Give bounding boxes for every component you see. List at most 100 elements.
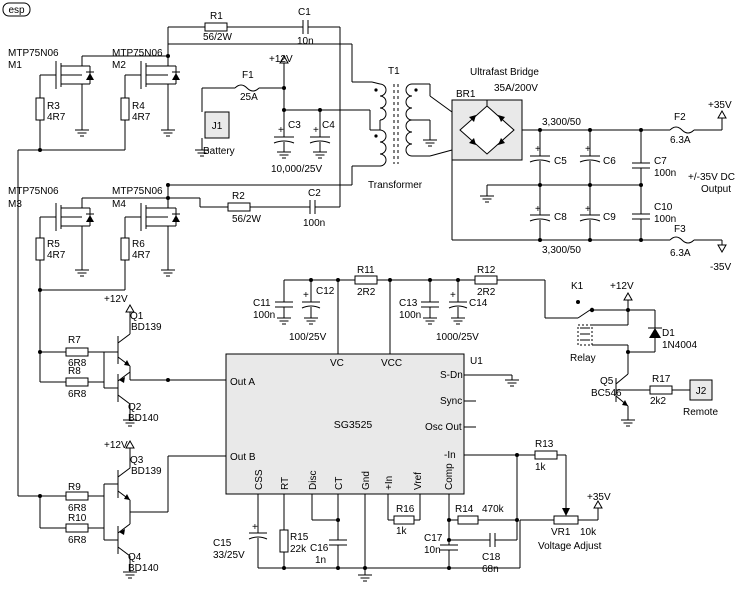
svg-text:R3: R3	[47, 101, 60, 112]
svg-text:56/2W: 56/2W	[232, 214, 261, 225]
svg-text:C1: C1	[298, 7, 311, 18]
svg-text:4R7: 4R7	[47, 112, 66, 123]
svg-text:1n: 1n	[315, 555, 326, 566]
svg-text:BC546: BC546	[591, 388, 622, 399]
esp-logo: esp	[2, 2, 31, 17]
resistor-r2	[227, 202, 251, 212]
resistor-r8	[65, 377, 89, 387]
resistor-r10	[65, 523, 89, 533]
svg-text:Output: Output	[701, 184, 731, 195]
svg-text:100/25V: 100/25V	[289, 332, 327, 343]
resistor-r12	[474, 275, 498, 285]
svg-text:D1: D1	[662, 328, 675, 339]
svg-text:6.3A: 6.3A	[670, 135, 691, 146]
svg-text:VCC: VCC	[381, 358, 402, 369]
svg-text:R17: R17	[652, 374, 671, 385]
svg-text:Disc: Disc	[308, 471, 319, 490]
svg-text:6R8: 6R8	[68, 389, 87, 400]
svg-text:BR1: BR1	[456, 89, 476, 100]
svg-text:F1: F1	[242, 70, 254, 81]
svg-text:C5: C5	[554, 156, 567, 167]
remote-connector-j2	[689, 379, 713, 401]
transformer-t1: T1 Transformer	[351, 66, 438, 191]
svg-text:33/25V: 33/25V	[213, 550, 245, 561]
svg-text:10n: 10n	[424, 545, 441, 556]
svg-text:3,300/50: 3,300/50	[542, 245, 581, 256]
mosfet-m1: MTP75N06 M1	[8, 48, 94, 130]
svg-text:R9: R9	[68, 482, 81, 493]
svg-text:2R2: 2R2	[357, 287, 376, 298]
svg-text:Q4: Q4	[128, 552, 142, 563]
svg-text:10n: 10n	[297, 36, 314, 47]
svg-text:C3: C3	[288, 120, 301, 131]
svg-text:MTP75N06: MTP75N06	[112, 186, 163, 197]
svg-text:Q5: Q5	[600, 376, 614, 387]
svg-text:R12: R12	[477, 265, 496, 276]
resistor-r7	[65, 347, 89, 357]
svg-text:R1: R1	[210, 11, 223, 22]
svg-text:6R8: 6R8	[68, 535, 87, 546]
svg-text:1k: 1k	[535, 462, 547, 473]
svg-text:R6: R6	[132, 239, 145, 250]
svg-text:R2: R2	[232, 191, 245, 202]
svg-text:R10: R10	[68, 513, 87, 524]
svg-text:F2: F2	[674, 112, 686, 123]
svg-text:1k: 1k	[396, 526, 408, 537]
svg-text:56/2W: 56/2W	[203, 32, 232, 43]
svg-text:esp: esp	[8, 5, 25, 16]
svg-text:+: +	[313, 125, 319, 136]
svg-text:+: +	[252, 522, 258, 533]
svg-text:VC: VC	[330, 358, 344, 369]
svg-text:4R7: 4R7	[132, 250, 151, 261]
svg-text:22k: 22k	[290, 544, 307, 555]
svg-text:C2: C2	[308, 188, 321, 199]
svg-text:C17: C17	[424, 533, 443, 544]
svg-text:Comp: Comp	[444, 463, 455, 490]
svg-text:C15: C15	[213, 538, 232, 549]
svg-text:C13: C13	[399, 298, 418, 309]
svg-text:+In: +In	[384, 476, 395, 490]
svg-text:100n: 100n	[654, 214, 676, 225]
resistor-r17	[649, 385, 673, 395]
svg-text:U1: U1	[470, 356, 483, 367]
svg-text:C4: C4	[322, 120, 335, 131]
transistor-q3: +12V Q3 BD139	[104, 440, 162, 501]
svg-text:+: +	[585, 144, 591, 155]
svg-text:C9: C9	[603, 212, 616, 223]
svg-text:J2: J2	[696, 386, 707, 397]
ic-u1-sg3525: SG3525 U1 Out A Out B VC VCC S-Dn Sync O…	[225, 353, 483, 495]
svg-text:MTP75N06: MTP75N06	[112, 48, 163, 59]
svg-text:1N4004: 1N4004	[662, 340, 697, 351]
svg-text:R13: R13	[535, 439, 554, 450]
svg-text:+35V: +35V	[708, 100, 732, 111]
svg-text:10k: 10k	[580, 527, 597, 538]
svg-text:100n: 100n	[399, 310, 421, 321]
fuse-f1	[234, 84, 260, 92]
resistor-r4	[120, 97, 130, 121]
svg-text:BD140: BD140	[128, 413, 159, 424]
svg-text:BD139: BD139	[131, 322, 162, 333]
svg-text:+: +	[585, 204, 591, 215]
svg-text:Battery: Battery	[203, 146, 235, 157]
svg-text:35A/200V: 35A/200V	[494, 83, 538, 94]
svg-text:MTP75N06: MTP75N06	[8, 48, 59, 59]
resistor-r5	[35, 237, 45, 261]
svg-text:+12V: +12V	[104, 440, 128, 451]
resistor-r3	[35, 97, 45, 121]
svg-text:F3: F3	[674, 224, 686, 235]
svg-text:C14: C14	[469, 298, 488, 309]
svg-text:100n: 100n	[253, 310, 275, 321]
resistor-r13	[534, 450, 558, 460]
battery-connector-j1	[204, 111, 230, 139]
transistor-q4: Q4 BD140	[104, 523, 159, 579]
svg-text:Gnd: Gnd	[361, 471, 372, 490]
svg-text:+/-35V DC: +/-35V DC	[688, 172, 735, 183]
svg-text:MTP75N06: MTP75N06	[8, 186, 59, 197]
svg-text:+35V: +35V	[587, 492, 611, 503]
svg-text:R15: R15	[290, 532, 309, 543]
resistor-r1	[204, 22, 228, 32]
resistor-r15	[279, 529, 289, 553]
svg-text:R4: R4	[132, 101, 145, 112]
svg-text:2k2: 2k2	[650, 396, 667, 407]
svg-text:Q3: Q3	[130, 455, 144, 466]
